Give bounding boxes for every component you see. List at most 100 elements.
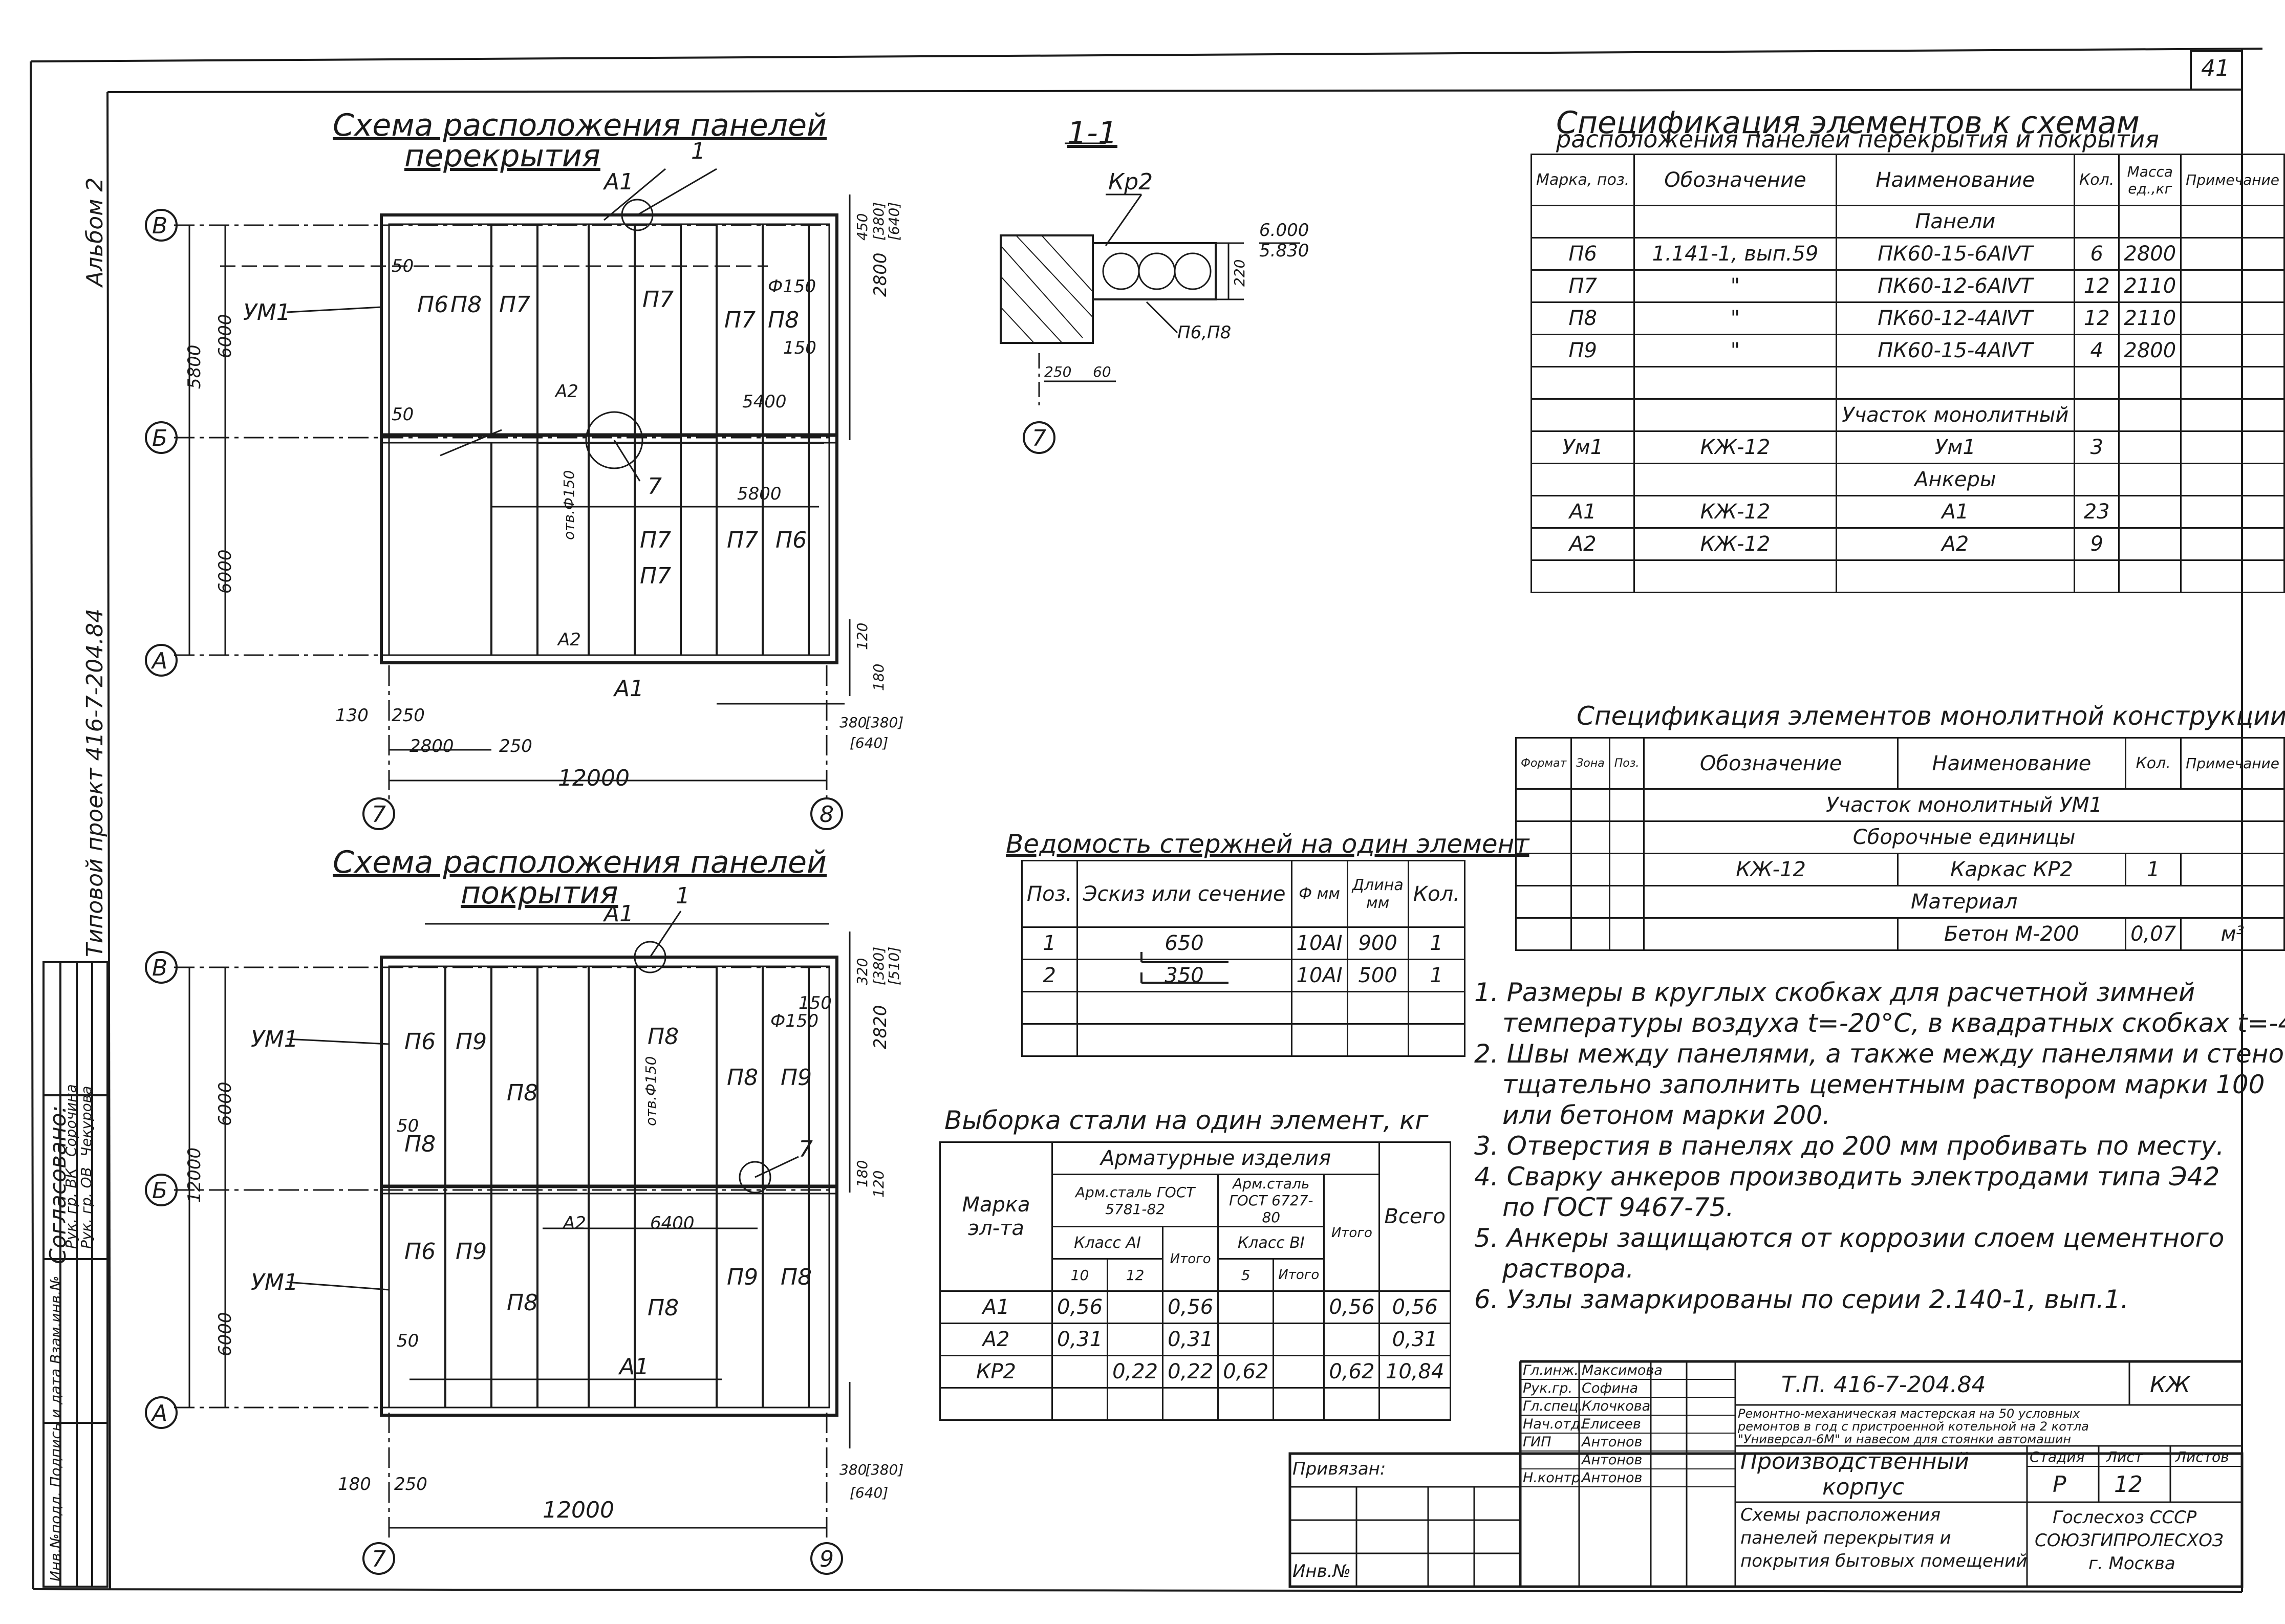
dim: Ф150 — [768, 276, 816, 297]
table-cell — [1530, 398, 1635, 432]
dim: 50 — [392, 256, 414, 276]
table-cell — [2118, 527, 2182, 561]
table-cell: ПК60-15-4АⅣТ — [1835, 334, 2076, 367]
table-cell — [1273, 1323, 1325, 1356]
note-line: 5. Анкеры защищаются от коррозии слоем ц… — [1474, 1223, 2225, 1253]
table-cell: 10АI — [1290, 926, 1348, 960]
table-cell — [1570, 853, 1610, 886]
table-cell: 2800 — [2118, 334, 2182, 367]
section-level: 6.000 — [1259, 220, 1309, 241]
dim: Ф150 — [770, 1011, 819, 1031]
axis-9-bottom: 9 — [820, 1546, 834, 1572]
dim: 2800 — [870, 252, 891, 297]
table-cell: " — [1633, 334, 1837, 367]
title-block-entry: Нач.отд. — [1523, 1416, 1585, 1432]
approval-name-1: Сорочина — [62, 1084, 79, 1157]
section-title: 1-1 — [1067, 115, 1117, 151]
title-block-entry: ГИП — [1523, 1434, 1551, 1450]
table-cell — [1530, 559, 1635, 593]
dim: 50 — [397, 1116, 419, 1136]
edge-dim: 450 — [854, 213, 871, 241]
anchor-label: А2 — [555, 381, 578, 402]
title-block-entry: Антонов — [1582, 1434, 1643, 1450]
panel-label: П7 — [499, 292, 531, 318]
anchor-label: А1 — [614, 676, 644, 702]
table-cell — [1570, 917, 1610, 951]
table-cell — [1323, 1387, 1381, 1421]
table-row — [1021, 1023, 1465, 1057]
table-cell — [1530, 205, 1635, 239]
dim: 250 — [499, 736, 532, 756]
table-cell — [1633, 463, 1837, 496]
table-cell — [1608, 788, 1645, 822]
note-line: раствора. — [1502, 1254, 1634, 1284]
title-block-entry: Гл.спец. — [1523, 1398, 1583, 1414]
panel-label: П9 — [456, 1239, 487, 1265]
spec-mono-table: Формат Зона Поз. Обозначение Наименовани… — [1515, 737, 2285, 951]
note-line: или бетоном марки 200. — [1502, 1100, 1831, 1130]
table-cell — [1290, 991, 1348, 1025]
project-label: Типовой проект 416-7-204.84 — [82, 608, 108, 957]
panel-label: П6 — [404, 1029, 436, 1055]
edge-dim: 120 — [870, 1170, 887, 1198]
table-cell — [2118, 495, 2182, 529]
table-cell — [1608, 917, 1645, 951]
panel-label: П8 — [507, 1080, 538, 1106]
dim: 5800 — [184, 344, 205, 389]
table-cell: 0,31 — [1162, 1323, 1219, 1356]
table-cell — [2180, 463, 2285, 496]
table-cell — [2073, 463, 2120, 496]
table-cell: 10АI — [1290, 959, 1348, 992]
spec-panels-title: Спецификация элементов к схемам — [1556, 105, 2140, 141]
table-cell: 23 — [2073, 495, 2120, 529]
section-level: 5.830 — [1259, 241, 1309, 261]
title-block-entry: Елисеев — [1582, 1416, 1641, 1432]
axis-a-top: А — [152, 648, 168, 674]
table-cell: А2 — [939, 1323, 1053, 1356]
note-line: 1. Размеры в круглых скобках для расчетн… — [1474, 978, 2195, 1007]
table-cell: А1 — [1530, 495, 1635, 529]
table-cell: 2110 — [2118, 301, 2182, 335]
table-cell: КЖ-12 — [1633, 430, 1837, 464]
table-cell: 0,31 — [1378, 1323, 1451, 1356]
table-cell — [2180, 430, 2285, 464]
axis-7-top: 7 — [372, 802, 386, 828]
panel-label: П7 — [640, 527, 672, 553]
panel-label: П8 — [648, 1295, 679, 1321]
building-name: Производственный — [1740, 1448, 1969, 1475]
callout-1: 1 — [676, 883, 690, 909]
panel-label: П8 — [450, 292, 482, 318]
table-row: Сборочные единицы — [1515, 820, 2285, 854]
table-cell: 10,84 — [1378, 1355, 1451, 1389]
table-cell: ПК60-15-6АⅣТ — [1835, 237, 2076, 271]
axis-v-bottom: В — [152, 955, 168, 981]
album-label: Альбом 2 — [82, 177, 108, 287]
table-cell: 2110 — [2118, 269, 2182, 303]
table-cell — [2180, 527, 2285, 561]
document-code: Т.П. 416-7-204.84 — [1781, 1372, 1986, 1398]
table-cell: П6 — [1530, 237, 1635, 271]
dim: 250 — [392, 705, 425, 726]
table-row — [1530, 366, 2285, 400]
approval-name-2: Чекурова — [78, 1086, 95, 1157]
table-cell: 0,22 — [1107, 1355, 1164, 1389]
table-cell: 4 — [2073, 334, 2120, 367]
table-cell — [2118, 398, 2182, 432]
table-cell: 1 — [1407, 959, 1465, 992]
table-row: Панели — [1530, 205, 2285, 239]
table-cell: А2 — [1530, 527, 1635, 561]
drawing-name: Схемы расположения — [1740, 1505, 1941, 1525]
table-cell — [1051, 1387, 1109, 1421]
anchor-label: А1 — [604, 901, 634, 927]
table-cell — [1633, 398, 1837, 432]
table-cell — [1378, 1387, 1451, 1421]
note-line: 4. Сварку анкеров производить электродам… — [1474, 1162, 2220, 1192]
dim: 6000 — [215, 549, 235, 594]
tied-label: Привязан: — [1292, 1459, 1386, 1479]
